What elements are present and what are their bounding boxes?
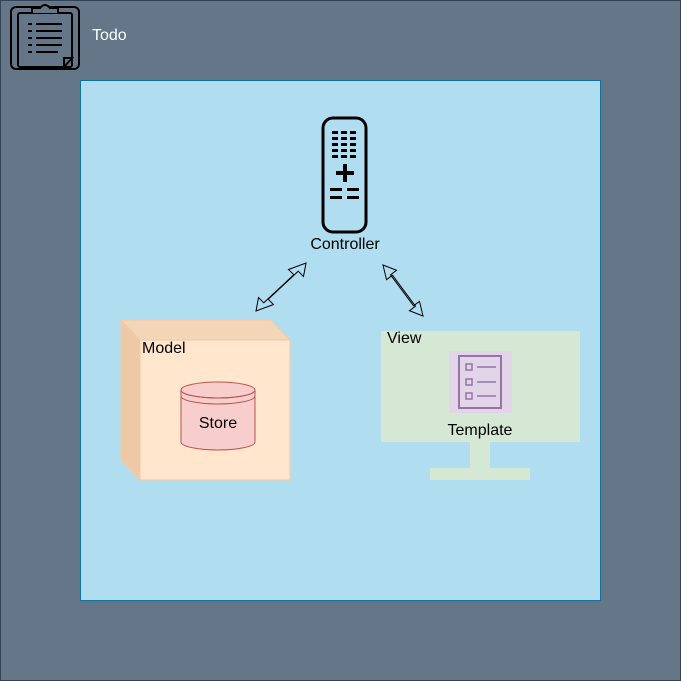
checklist-icon — [449, 351, 512, 413]
controller-model-arrow — [255, 262, 307, 312]
controller-label: Controller — [310, 236, 380, 253]
store-label: Store — [198, 415, 238, 432]
store-cylinder — [180, 381, 256, 451]
diagram-title: Todo — [92, 27, 127, 44]
template-label: Template — [447, 422, 513, 439]
model-label: Model — [142, 340, 186, 357]
view-label: View — [387, 330, 422, 347]
controller-view-arrow — [382, 264, 424, 317]
remote-control-icon — [321, 116, 368, 234]
